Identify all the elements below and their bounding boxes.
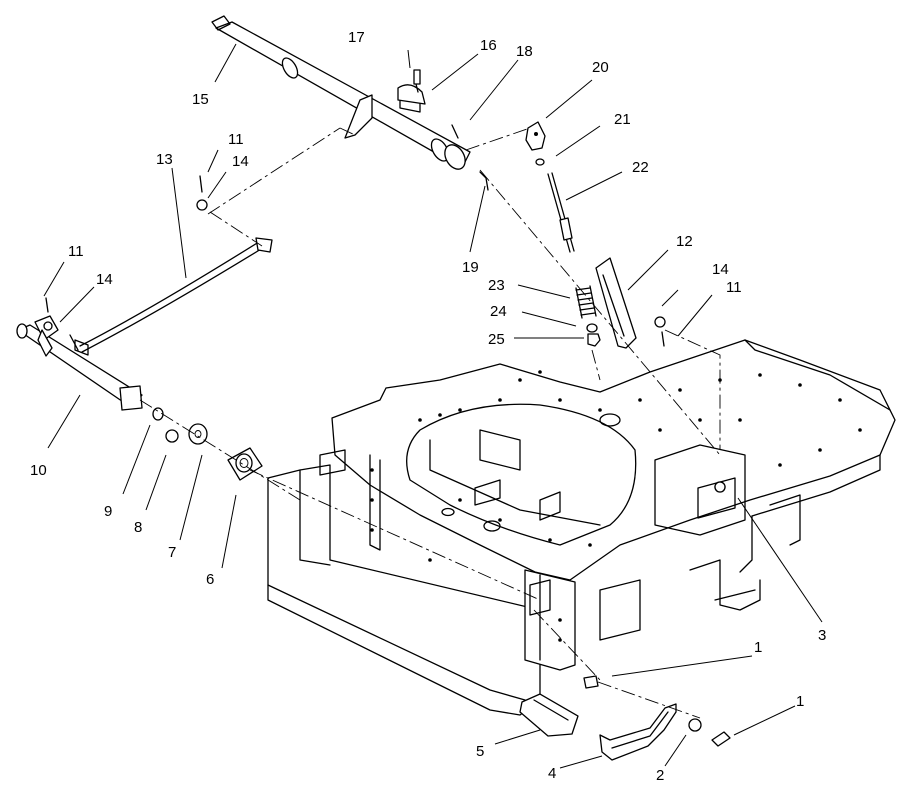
callout-19: 19 — [462, 259, 479, 276]
washer-14c — [654, 316, 666, 328]
upper-pivot-shaft — [211, 15, 471, 170]
callout-24: 24 — [490, 303, 507, 320]
callout-25: 25 — [488, 331, 505, 348]
washer-14b — [43, 321, 53, 331]
callout-7: 7 — [168, 544, 176, 561]
pin-19 — [479, 171, 489, 191]
callout-21: 21 — [614, 111, 631, 128]
lower-pivot-shaft — [16, 315, 143, 411]
flange-bearing-6 — [227, 447, 263, 481]
callout-14-right: 14 — [712, 261, 729, 278]
callout-4: 4 — [548, 765, 556, 782]
callout-6: 6 — [206, 571, 214, 588]
callout-23: 23 — [488, 277, 505, 294]
pin-11c — [661, 331, 665, 347]
nut-3 — [714, 481, 726, 493]
pedal-pad-5 — [519, 693, 579, 737]
pin-11a — [199, 175, 203, 193]
callout-11-top: 11 — [228, 131, 244, 148]
nut-25 — [587, 333, 601, 347]
callout-3: 3 — [818, 627, 826, 644]
washer-24 — [586, 323, 598, 333]
threaded-rod-22 — [547, 172, 575, 253]
callout-10: 10 — [30, 462, 47, 479]
bushing-8 — [165, 429, 179, 443]
callout-16: 16 — [480, 37, 497, 54]
washer-2 — [688, 718, 702, 732]
callout-17: 17 — [348, 29, 365, 46]
pedal-arm-4 — [599, 703, 677, 761]
assembly-centerlines — [139, 127, 721, 719]
link-rod — [74, 237, 273, 356]
spring-23 — [575, 285, 597, 319]
callout-9: 9 — [104, 503, 112, 520]
frame-assembly — [267, 339, 896, 716]
callout-18: 18 — [516, 43, 533, 60]
callout-14-left: 14 — [96, 271, 113, 288]
frame-center-opening — [406, 403, 637, 546]
callout-5: 5 — [476, 743, 484, 760]
shaft-bushing — [397, 84, 426, 105]
callout-2: 2 — [656, 767, 664, 784]
callout-13: 13 — [156, 151, 173, 168]
bolt-1-upper — [583, 675, 599, 689]
pin-11b — [45, 297, 49, 313]
callout-1-lower: 1 — [796, 693, 804, 710]
callout-14-top: 14 — [232, 153, 249, 170]
callout-11-right: 11 — [726, 279, 742, 296]
cotter-pin-18 — [451, 124, 459, 139]
callout-22: 22 — [632, 159, 649, 176]
clevis-20 — [525, 121, 546, 151]
bolt-1-lower — [711, 731, 731, 747]
callout-1-upper: 1 — [754, 639, 762, 656]
clip-9 — [152, 407, 164, 421]
washer-14a — [196, 199, 208, 211]
bolt-17 — [413, 69, 421, 93]
callout-15: 15 — [192, 91, 209, 108]
jam-nut-21 — [535, 158, 545, 166]
callout-8: 8 — [134, 519, 142, 536]
lever-12 — [595, 257, 637, 349]
frame-front-bracket — [524, 569, 576, 671]
callout-12: 12 — [676, 233, 693, 250]
callout-11-left: 11 — [68, 243, 84, 260]
callout-20: 20 — [592, 59, 609, 76]
washer-7 — [188, 423, 208, 445]
leader-lines — [43, 43, 823, 769]
callout-labels: 1 1 2 3 4 5 6 7 8 9 10 11 11 11 12 13 14… — [30, 29, 826, 784]
